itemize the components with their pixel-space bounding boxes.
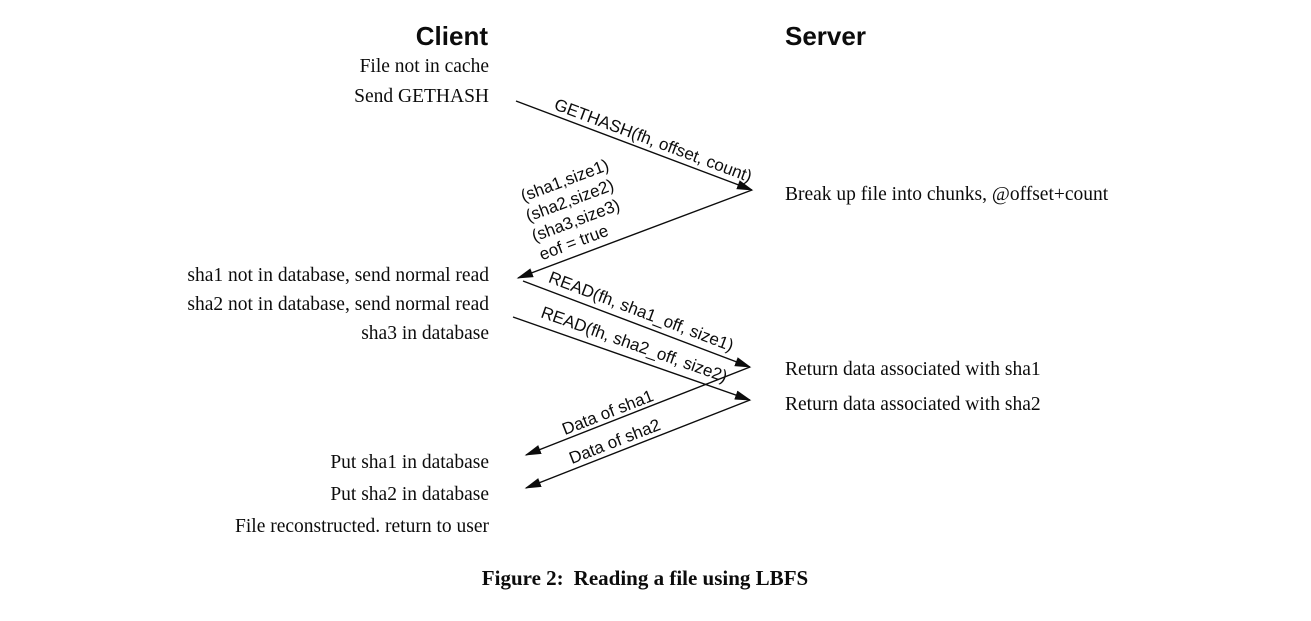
client-note-file-not-in-cache: File not in cache [359,56,489,77]
arrow-read-sha2 [512,316,752,401]
client-note-put-sha2: Put sha2 in database [330,484,489,505]
arrow-gethash [515,100,754,191]
client-note-send-gethash: Send GETHASH [354,86,489,107]
arrow-data-sha1 [524,366,751,456]
figure-caption-title: Reading a file using LBFS [573,566,809,590]
server-column-header: Server [785,21,866,51]
client-note-file-reconstructed: File reconstructed. return to user [235,516,489,537]
arrow-data-sha2 [524,399,751,489]
server-note-break-up-file: Break up file into chunks, @offset+count [785,184,1109,205]
server-note-return-sha1: Return data associated with sha1 [785,359,1041,380]
arrow-hash-reply [516,189,753,279]
client-note-sha3-in-db: sha3 in database [361,323,489,344]
figure-caption-number: Figure 2: [481,566,564,590]
arrow-read-sha1 [522,280,752,368]
client-column-header: Client [415,21,488,51]
figure-caption: Figure 2: Reading a file using LBFS [482,566,808,591]
client-note-put-sha1: Put sha1 in database [330,452,489,473]
client-note-sha1-not-in-db: sha1 not in database, send normal read [187,265,489,286]
client-note-sha2-not-in-db: sha2 not in database, send normal read [187,294,489,315]
server-note-return-sha2: Return data associated with sha2 [785,394,1041,415]
